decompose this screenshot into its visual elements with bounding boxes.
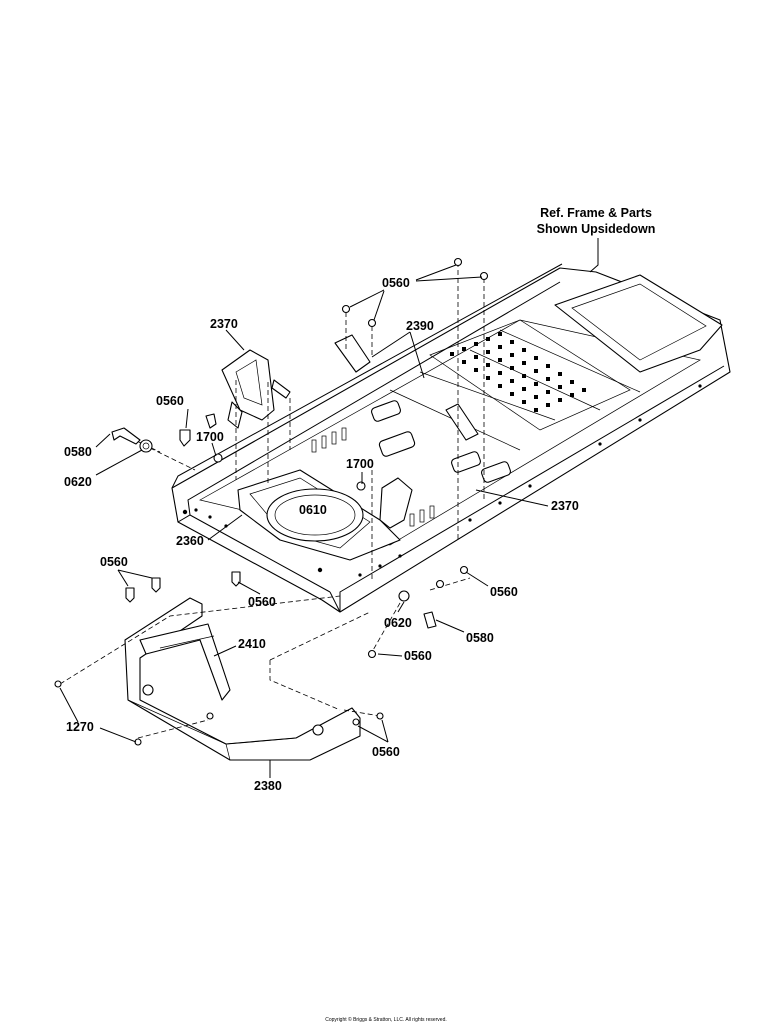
callout-0610: 0610 xyxy=(299,503,327,517)
reference-note: Ref. Frame & Parts Shown Upsidedown xyxy=(537,206,656,236)
callout-2390: 2390 xyxy=(406,319,434,333)
bumper-bar-2410 xyxy=(139,623,231,701)
callout-2370-right: 2370 xyxy=(551,499,579,513)
callout-0560-lowcenter: 0560 xyxy=(248,595,276,609)
part-callouts: 0560 2370 2390 0560 1700 0580 0620 1700 … xyxy=(64,276,579,793)
perforated-grid xyxy=(429,319,631,431)
callout-0560-top: 0560 xyxy=(382,276,410,290)
callout-0580-left: 0580 xyxy=(64,445,92,459)
callout-0560-bottomright: 0560 xyxy=(372,745,400,759)
callout-2410: 2410 xyxy=(238,637,266,651)
bracket-2370-left xyxy=(221,349,291,429)
reference-note-line1: Ref. Frame & Parts xyxy=(540,206,652,220)
callout-1700-mid: 1700 xyxy=(346,457,374,471)
callout-2370-left: 2370 xyxy=(210,317,238,331)
callout-0560-lowleft: 0560 xyxy=(100,555,128,569)
bracket-2370-right xyxy=(379,403,479,529)
copyright-notice: Copyright © Briggs & Stratton, LLC. All … xyxy=(325,1016,447,1023)
callout-1700-left: 1700 xyxy=(196,430,224,444)
callout-0560-right: 0560 xyxy=(490,585,518,599)
callout-2380: 2380 xyxy=(254,779,282,793)
main-frame xyxy=(171,263,731,613)
spindle-disc xyxy=(266,488,364,542)
fasteners xyxy=(54,257,489,746)
reference-note-line2: Shown Upsidedown xyxy=(537,222,656,236)
bracket-2390 xyxy=(334,334,371,373)
callout-0620-right: 0620 xyxy=(384,616,412,630)
callout-0560-left: 0560 xyxy=(156,394,184,408)
callout-1270: 1270 xyxy=(66,720,94,734)
callout-0560-bottomcenter: 0560 xyxy=(404,649,432,663)
callout-0620-left: 0620 xyxy=(64,475,92,489)
assembly-lines xyxy=(59,262,485,739)
bumper-2380 xyxy=(124,597,361,761)
callout-2360: 2360 xyxy=(176,534,204,548)
callout-0580-right: 0580 xyxy=(466,631,494,645)
leader-lines xyxy=(59,238,599,778)
